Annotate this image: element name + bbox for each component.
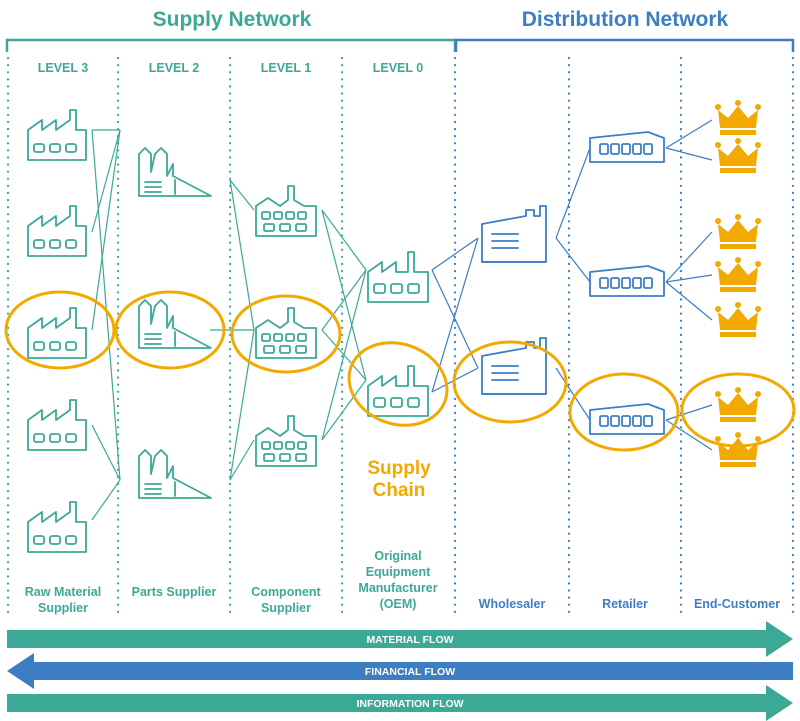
caption-oem-3: Manufacturer bbox=[358, 581, 437, 595]
factory-icon-raw-4 bbox=[27, 399, 87, 451]
crown-icon-2 bbox=[715, 138, 761, 173]
caption-raw-material-1: Raw Material bbox=[25, 585, 101, 599]
caption-component-1: Component bbox=[251, 585, 321, 599]
crown-icon-5 bbox=[715, 302, 761, 337]
factory-icon-parts-1 bbox=[138, 147, 212, 197]
caption-raw-material-2: Supplier bbox=[38, 601, 88, 615]
financial-flow-label: FINANCIAL FLOW bbox=[365, 666, 455, 678]
supply-connections bbox=[91, 129, 367, 521]
material-flow-label: MATERIAL FLOW bbox=[366, 634, 453, 646]
store-icon-2 bbox=[589, 265, 665, 297]
level-1-label: LEVEL 1 bbox=[261, 61, 312, 75]
crown-icon-6 bbox=[715, 387, 761, 422]
factory-icon-component-2 bbox=[255, 307, 317, 359]
level-2-label: LEVEL 2 bbox=[149, 61, 200, 75]
caption-oem-1: Original bbox=[374, 549, 421, 563]
store-icon-3 bbox=[589, 403, 665, 435]
caption-wholesaler: Wholesaler bbox=[479, 597, 546, 611]
financial-flow-arrow: FINANCIAL FLOW bbox=[7, 653, 793, 689]
column-dividers bbox=[6, 56, 795, 614]
level-3-label: LEVEL 3 bbox=[38, 61, 89, 75]
crown-icon-4 bbox=[715, 257, 761, 292]
caption-oem-4: (OEM) bbox=[380, 597, 417, 611]
supply-chain-label-line-1: Supply bbox=[367, 458, 431, 479]
crown-icon-3 bbox=[715, 214, 761, 249]
supply-network-title: Supply Network bbox=[153, 8, 312, 31]
distribution-network-bracket bbox=[454, 38, 795, 52]
caption-parts-supplier: Parts Supplier bbox=[132, 585, 217, 599]
column-captions: Raw Material Supplier Parts Supplier Com… bbox=[25, 549, 780, 615]
crown-icon-1 bbox=[715, 100, 761, 135]
factory-icon-component-1 bbox=[255, 185, 317, 237]
supply-network-bracket bbox=[5, 38, 457, 52]
distribution-network-title: Distribution Network bbox=[522, 8, 729, 31]
factory-icon-parts-3 bbox=[138, 449, 212, 499]
supply-chain-highlight bbox=[4, 290, 796, 452]
factory-icon-parts-2 bbox=[138, 299, 212, 349]
crown-icon-7 bbox=[715, 432, 761, 467]
level-0-label: LEVEL 0 bbox=[373, 61, 424, 75]
factory-icon-oem-1 bbox=[367, 251, 429, 303]
supply-chain-label-line-2: Chain bbox=[373, 480, 426, 501]
caption-retailer: Retailer bbox=[602, 597, 648, 611]
store-icon-1 bbox=[589, 131, 665, 163]
factory-icon-component-3 bbox=[255, 415, 317, 467]
factory-icon-raw-1 bbox=[27, 109, 87, 161]
warehouse-icon-1 bbox=[481, 205, 547, 263]
caption-oem-2: Equipment bbox=[366, 565, 431, 579]
information-flow-label: INFORMATION FLOW bbox=[356, 698, 463, 710]
information-flow-arrow: INFORMATION FLOW bbox=[7, 685, 793, 721]
caption-component-2: Supplier bbox=[261, 601, 311, 615]
distribution-connections bbox=[431, 119, 713, 451]
factory-icon-raw-2 bbox=[27, 205, 87, 257]
factory-icon-oem-2 bbox=[367, 365, 429, 417]
caption-end-customer: End-Customer bbox=[694, 597, 780, 611]
material-flow-arrow: MATERIAL FLOW bbox=[7, 621, 793, 657]
factory-icon-raw-5 bbox=[27, 501, 87, 553]
factory-icon-raw-3 bbox=[27, 307, 87, 359]
